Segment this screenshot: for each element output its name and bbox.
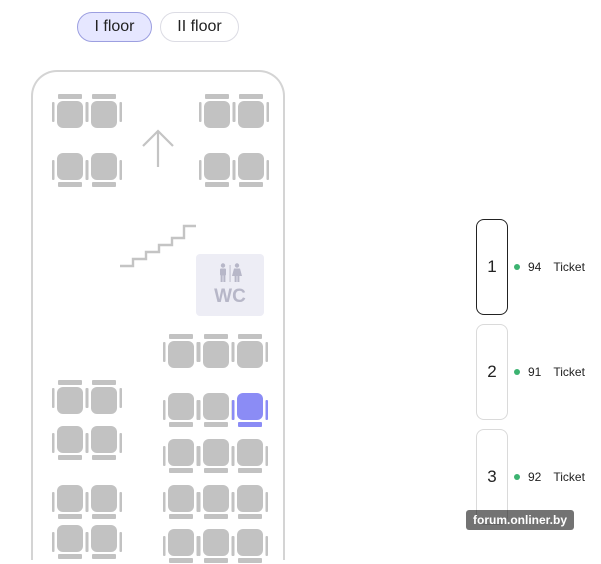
seat[interactable]	[232, 334, 268, 370]
seat[interactable]	[232, 484, 268, 520]
seat[interactable]	[163, 438, 199, 474]
seat[interactable]	[52, 152, 88, 188]
car-2-ticket-label: Ticket	[553, 365, 585, 379]
seat[interactable]	[86, 484, 122, 520]
seat[interactable]	[198, 528, 234, 564]
car-2-info: 91 Ticket	[514, 362, 585, 382]
car-3-seat-count: 92	[528, 470, 542, 484]
seat[interactable]	[199, 152, 235, 188]
seat-selected[interactable]	[232, 392, 268, 428]
seat[interactable]	[198, 334, 234, 370]
seat[interactable]	[198, 392, 234, 428]
restroom-icon	[220, 262, 242, 282]
car-1-seat-count: 94	[528, 260, 542, 274]
arrow-up-icon	[142, 129, 174, 167]
seat[interactable]	[86, 524, 122, 560]
car-number: 2	[487, 362, 497, 381]
seat[interactable]	[52, 524, 88, 560]
car-1-ticket-label: Ticket	[553, 260, 585, 274]
stairs-icon	[120, 224, 196, 268]
seat[interactable]	[199, 94, 235, 130]
watermark: forum.onliner.by	[466, 510, 575, 530]
availability-dot	[514, 264, 520, 270]
seat[interactable]	[86, 425, 122, 461]
seat[interactable]	[86, 380, 122, 416]
seat[interactable]	[233, 94, 269, 130]
seat[interactable]	[86, 152, 122, 188]
availability-dot	[514, 474, 520, 480]
car-3-info: 92 Ticket	[514, 467, 585, 487]
seat[interactable]	[163, 392, 199, 428]
seat[interactable]	[52, 425, 88, 461]
car-3-ticket-label: Ticket	[553, 470, 585, 484]
car-number: 1	[487, 257, 497, 276]
seat[interactable]	[232, 438, 268, 474]
wc-area: WC	[196, 254, 264, 316]
car-number: 3	[487, 467, 497, 486]
car-1-info: 94 Ticket	[514, 257, 585, 277]
seat[interactable]	[52, 484, 88, 520]
tab-second-floor[interactable]: II floor	[160, 12, 239, 42]
seat[interactable]	[52, 380, 88, 416]
seat[interactable]	[52, 94, 88, 130]
seat[interactable]	[198, 438, 234, 474]
car-1[interactable]: 1	[476, 219, 508, 315]
seat[interactable]	[163, 528, 199, 564]
seat[interactable]	[232, 528, 268, 564]
bus-outline	[31, 70, 285, 560]
tab-first-floor[interactable]: I floor	[77, 12, 152, 42]
car-2[interactable]: 2	[476, 324, 508, 420]
seat[interactable]	[198, 484, 234, 520]
availability-dot	[514, 369, 520, 375]
wc-label: WC	[214, 285, 246, 307]
seat[interactable]	[86, 94, 122, 130]
seat[interactable]	[233, 152, 269, 188]
car-3[interactable]: 3	[476, 429, 508, 525]
seat[interactable]	[163, 484, 199, 520]
seat[interactable]	[163, 334, 199, 370]
car-2-seat-count: 91	[528, 365, 542, 379]
